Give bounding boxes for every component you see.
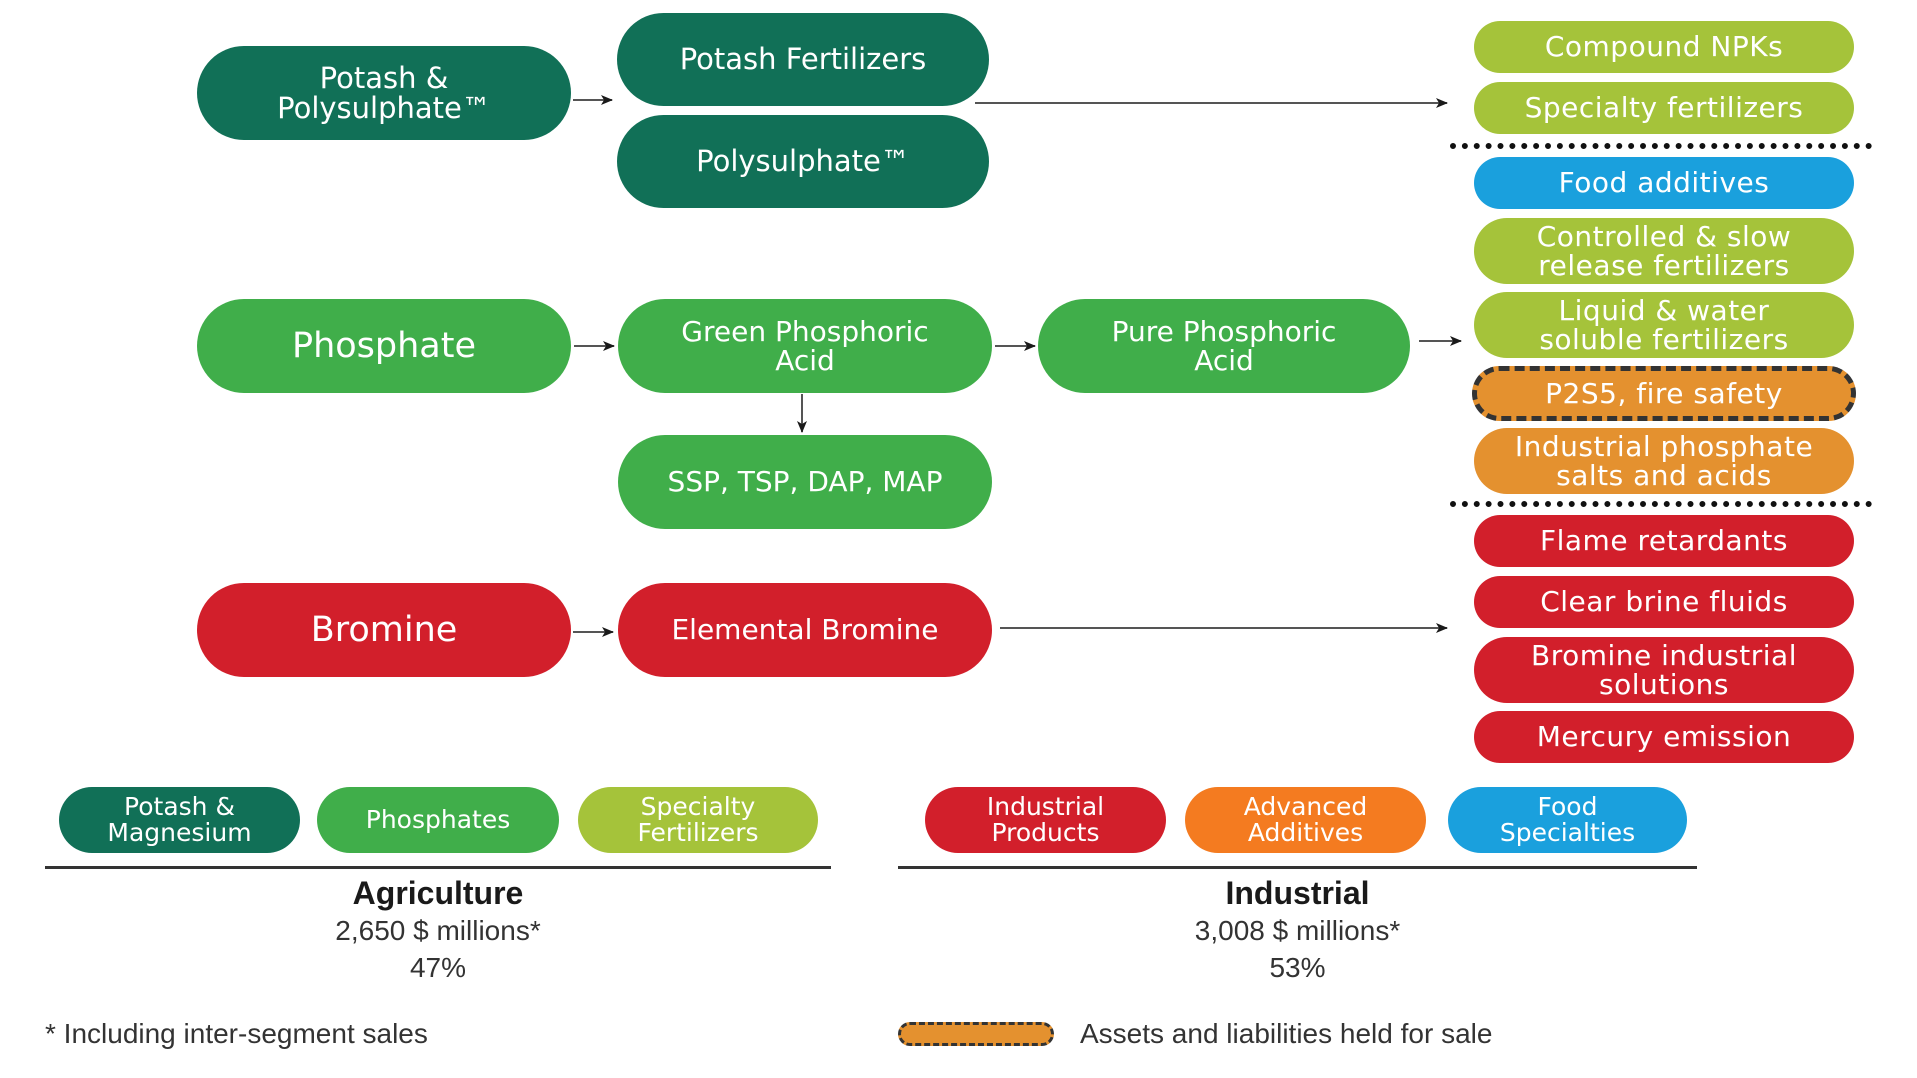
footnote-held-for-sale: Assets and liabilities held for sale <box>1080 1018 1493 1049</box>
unit-phosphates: Phosphates <box>317 787 559 853</box>
industrial-sales: 3,008 $ millions* <box>1194 915 1401 946</box>
industrial-rule <box>898 866 1697 869</box>
agriculture-sales: 2,650 $ millions* <box>335 915 541 946</box>
market-flame-retardants: Flame retardants <box>1474 515 1854 567</box>
agriculture-title: Agriculture <box>352 875 524 911</box>
market-clear-brine-fluids: Clear brine fluids <box>1474 576 1854 628</box>
legend-held-for-sale-swatch <box>898 1022 1054 1046</box>
node-bromine: Bromine <box>197 583 571 677</box>
node-ssp-tsp-dap-map: SSP, TSP, DAP, MAP <box>618 435 992 529</box>
market-p2s5-fire-safety: P2S5, fire safety <box>1472 366 1856 421</box>
industrial-title: Industrial <box>1225 875 1370 911</box>
unit-specialty-fertilizers: Specialty Fertilizers <box>578 787 818 853</box>
node-elemental-bromine: Elemental Bromine <box>618 583 992 677</box>
node-pure-phosphoric-acid: Pure Phosphoric Acid <box>1038 299 1410 393</box>
unit-industrial-products: Industrial Products <box>925 787 1166 853</box>
footnote-inter-segment: * Including inter-segment sales <box>45 1018 428 1049</box>
node-green-phosphoric-acid: Green Phosphoric Acid <box>618 299 992 393</box>
unit-potash-magnesium: Potash & Magnesium <box>59 787 300 853</box>
market-industrial-phosphate-salts: Industrial phosphate salts and acids <box>1474 428 1854 494</box>
market-bromine-industrial-solutions: Bromine industrial solutions <box>1474 637 1854 703</box>
node-potash-fertilizers: Potash Fertilizers <box>617 13 989 106</box>
node-potash-polysulphate: Potash & Polysulphate™ <box>197 46 571 140</box>
node-phosphate: Phosphate <box>197 299 571 393</box>
market-food-additives: Food additives <box>1474 157 1854 209</box>
industrial-share: 53% <box>1269 952 1326 983</box>
divider-dotted-bottom <box>1450 501 1872 507</box>
node-polysulphate: Polysulphate™ <box>617 115 989 208</box>
agriculture-share: 47% <box>409 952 467 983</box>
market-controlled-release-fertilizers: Controlled & slow release fertilizers <box>1474 218 1854 284</box>
market-liquid-soluble-fertilizers: Liquid & water soluble fertilizers <box>1474 292 1854 358</box>
unit-advanced-additives: Advanced Additives <box>1185 787 1426 853</box>
market-specialty-fertilizers: Specialty fertilizers <box>1474 82 1854 134</box>
divider-dotted-top <box>1450 143 1872 149</box>
market-mercury-emission: Mercury emission <box>1474 711 1854 763</box>
unit-food-specialties: Food Specialties <box>1448 787 1687 853</box>
agriculture-rule <box>45 866 831 869</box>
market-compound-npks: Compound NPKs <box>1474 21 1854 73</box>
